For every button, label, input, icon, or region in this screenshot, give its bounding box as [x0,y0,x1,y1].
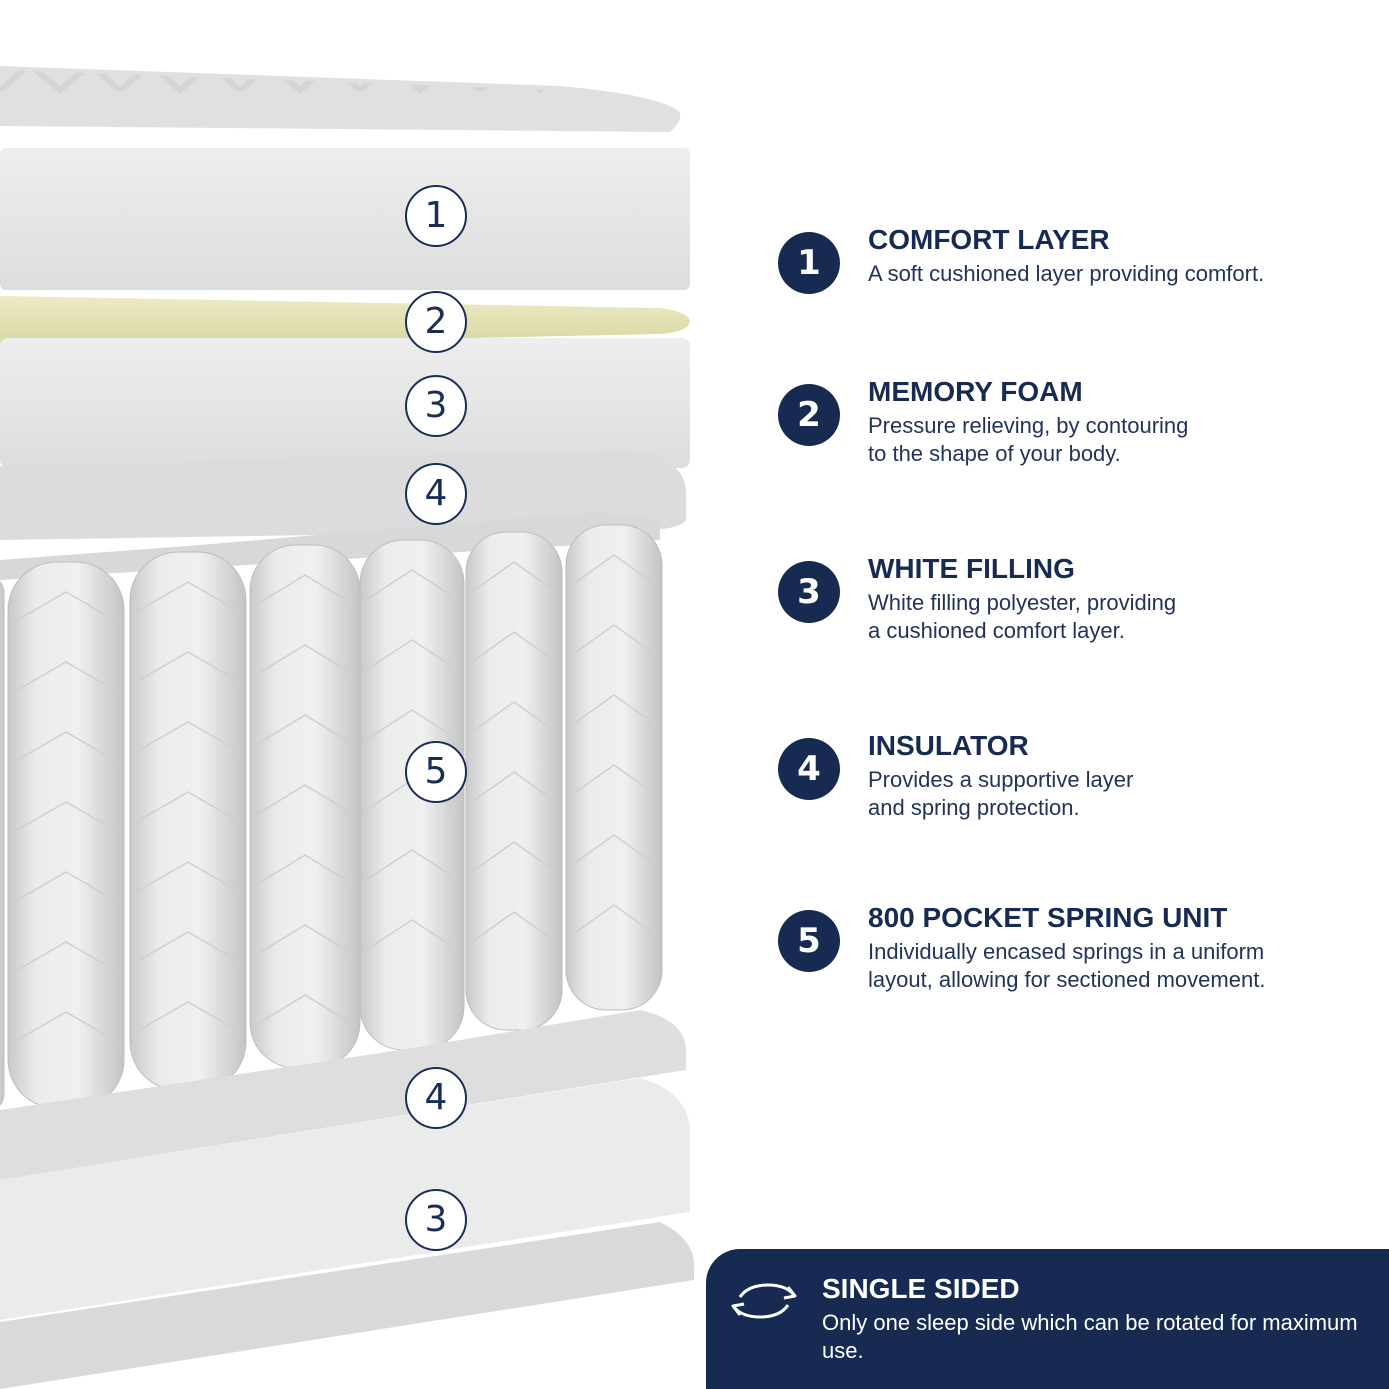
legend-badge: 5 [778,910,840,972]
legend-title: INSULATOR [868,730,1029,761]
banner-title: SINGLE SIDED [822,1273,1020,1304]
layer-insulator-top [0,450,686,540]
legend-title: MEMORY FOAM [868,376,1083,407]
top-cover [0,66,681,132]
layer-insulator-bottom [0,1010,686,1180]
legend-description: White filling polyester, providing a cus… [868,590,1177,643]
layer-white-filling-bottom [0,1078,690,1320]
legend-title: 800 POCKET SPRING UNIT [868,902,1228,933]
bottom-cover [0,1222,695,1389]
spring-quilt-lines [571,554,657,936]
legend-badge: 3 [778,561,840,623]
marker-comfort-layer: 1 [405,185,467,247]
legend-description: Provides a supportive layer and spring p… [868,767,1134,820]
mattress-cross-section [0,66,695,1389]
legend-title: COMFORT LAYER [868,224,1110,255]
rotate-icon [731,1283,797,1319]
spring-pocket [129,551,247,1091]
banner-description: Only one sleep side which can be rotated… [822,1310,1358,1363]
spring-pocket [249,544,361,1069]
marker-memory-foam: 2 [405,291,467,353]
layer-white-filling-top [0,338,690,468]
spring-quilt-lines [135,581,241,1033]
spring-pocket [565,524,663,1011]
spring-quilt-lines [13,591,119,1043]
layer-memory-foam [0,296,690,348]
legend-description: A soft cushioned layer providing comfort… [868,261,1265,286]
marker-white-filling-bottom: 3 [405,1189,467,1251]
legend-badge: 4 [778,738,840,800]
marker-insulator-top: 4 [405,463,467,525]
layer-comfort-foam [0,148,690,290]
spring-quilt-lines [471,561,557,943]
single-sided-banner: SINGLE SIDED Only one sleep side which c… [706,1249,1389,1389]
legend-badge: 2 [778,384,840,446]
legend-badge: 1 [778,232,840,294]
spring-quilt-lines [255,574,355,1026]
spring-pocket [0,581,5,1106]
spring-pocket [7,561,125,1109]
marker-pocket-springs: 5 [405,741,467,803]
pocket-springs [0,512,663,1109]
legend-title: WHITE FILLING [868,553,1075,584]
marker-insulator-bottom: 4 [405,1067,467,1129]
spring-pocket [465,531,563,1031]
legend-description: Pressure relieving, by contouring to the… [868,413,1189,466]
legend-description: Individually encased springs in a unifor… [868,939,1266,992]
marker-white-filling-top: 3 [405,375,467,437]
